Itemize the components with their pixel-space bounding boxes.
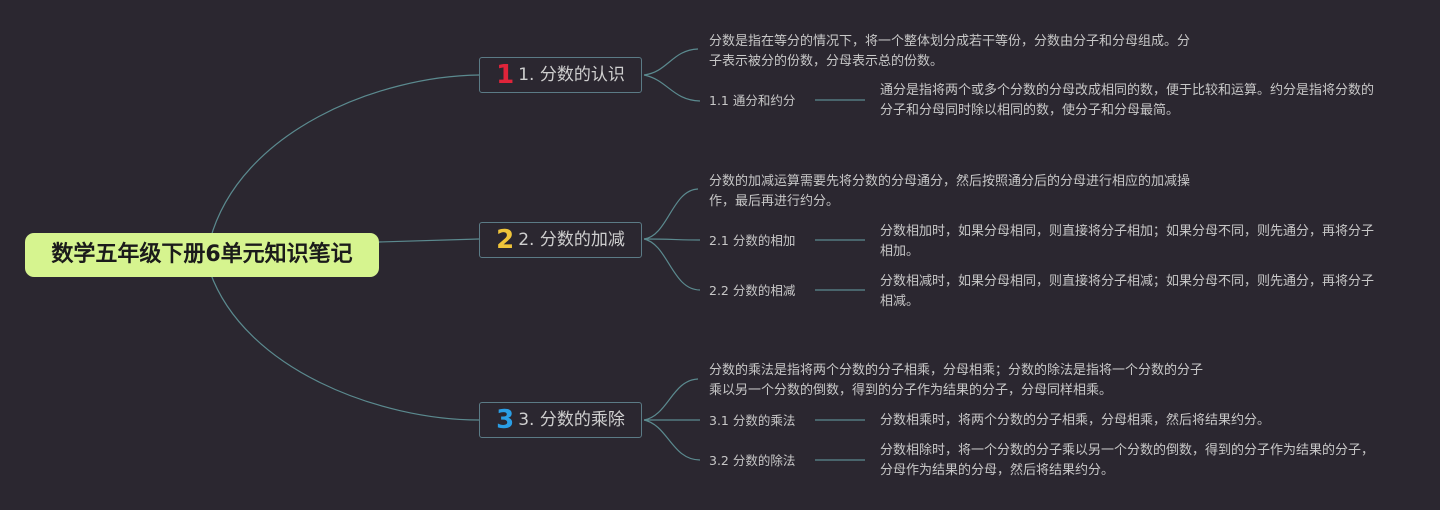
topic-1-description: 分数是指在等分的情况下，将一个整体划分成若干等份，分数由分子和分母组成。分子表示… — [709, 34, 1191, 69]
connector-root-topic3 — [209, 271, 480, 421]
root-node[interactable]: 数学五年级下册6单元知识笔记 — [25, 233, 379, 277]
subtopic-2-2-description: 分数相减时，如果分母相同，则直接将分子相减；如果分母不同，则先通分，再将分子相减… — [880, 274, 1375, 309]
connector-topic1-desc — [643, 48, 699, 76]
subtopic-3-2-label[interactable]: 3.2 分数的除法 — [709, 453, 796, 468]
topic-label: 2. 分数的加减 — [518, 229, 625, 250]
subtopic-1-1-description: 通分是指将两个或多个分数的分母改成相同的数，便于比较和运算。约分是指将分数的分子… — [880, 83, 1375, 118]
number-3-icon: 3 — [496, 405, 515, 435]
subtopic-2-2-label[interactable]: 2.2 分数的相减 — [709, 283, 796, 298]
number-1-icon: 1 — [496, 60, 515, 90]
connector-root-topic1 — [209, 74, 480, 241]
topic-2-description: 分数的加减运算需要先将分数的分母通分，然后按照通分后的分母进行相应的加减操作，最… — [709, 174, 1191, 209]
topic-label: 1. 分数的认识 — [518, 64, 625, 85]
connector-root-topic2 — [378, 238, 480, 243]
subtopic-3-2-description: 分数相除时，将一个分数的分子乘以另一个分数的倒数，得到的分子作为结果的分子，分母… — [880, 443, 1375, 478]
connector-topic3-desc — [643, 378, 699, 421]
connector-topic2-sub2 — [643, 238, 701, 291]
connector-topic1-sub1 — [643, 74, 701, 102]
connector-topic3-sub2 — [643, 419, 701, 461]
topic-node-1[interactable]: 1 1. 分数的认识 — [479, 57, 642, 93]
topic-3-description: 分数的乘法是指将两个分数的分子相乘，分母相乘；分数的除法是指将一个分数的分子乘以… — [709, 363, 1204, 398]
connector-topic2-desc — [643, 188, 699, 240]
topic-node-2[interactable]: 2 2. 分数的加减 — [479, 222, 642, 258]
topic-label: 3. 分数的乘除 — [518, 409, 625, 430]
topic-node-3[interactable]: 3 3. 分数的乘除 — [479, 402, 642, 438]
subtopic-3-1-description: 分数相乘时，将两个分数的分子相乘，分母相乘，然后将结果约分。 — [880, 413, 1271, 428]
connector-topic2-sub1 — [643, 238, 701, 241]
subtopic-2-1-label[interactable]: 2.1 分数的相加 — [709, 233, 796, 248]
subtopic-1-1-label[interactable]: 1.1 通分和约分 — [709, 93, 796, 108]
subtopic-3-1-label[interactable]: 3.1 分数的乘法 — [709, 413, 796, 428]
number-2-icon: 2 — [496, 225, 515, 255]
subtopic-2-1-description: 分数相加时，如果分母相同，则直接将分子相加；如果分母不同，则先通分，再将分子相加… — [880, 224, 1375, 259]
